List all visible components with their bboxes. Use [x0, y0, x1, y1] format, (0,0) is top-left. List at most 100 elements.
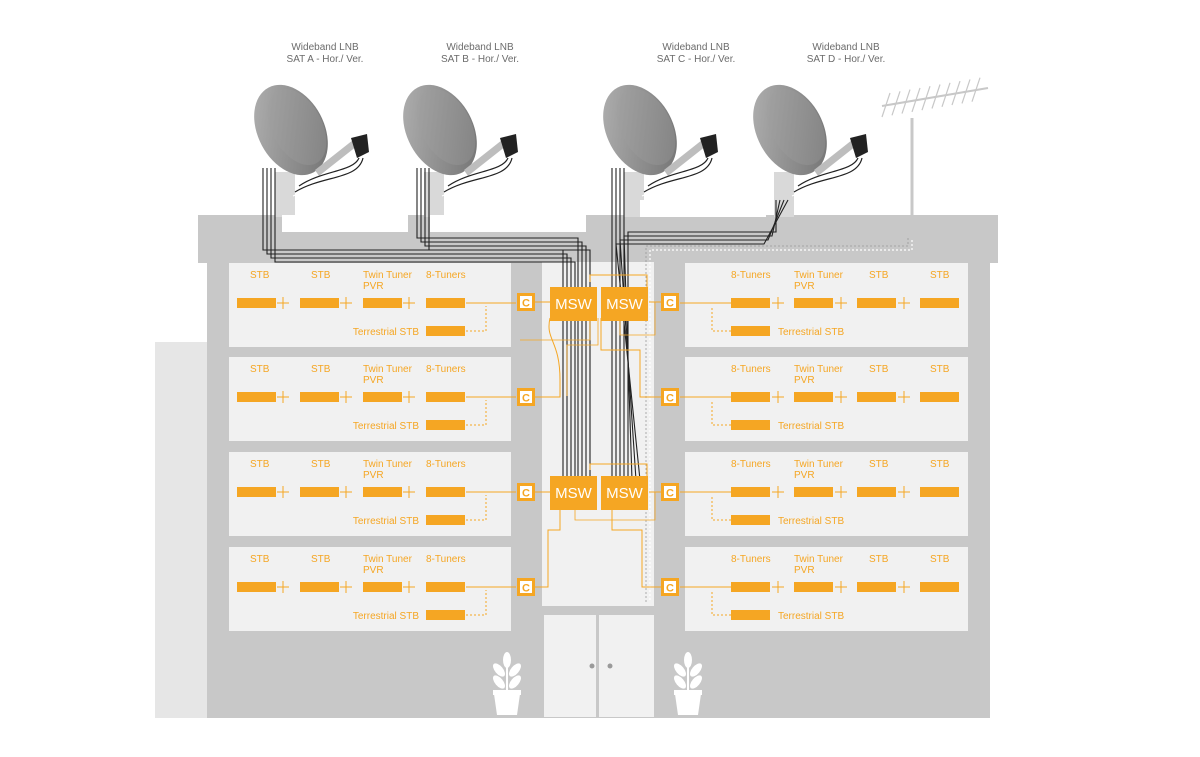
label-twin-tuner: Twin Tuner	[794, 364, 844, 375]
plant-pot-rim	[674, 690, 702, 695]
lnb-label-line1: Wideband LNB	[291, 42, 359, 53]
dish-reflector	[403, 84, 477, 176]
distribution-cable	[574, 492, 656, 521]
lnb-label-line2: SAT B - Hor./ Ver.	[441, 54, 519, 65]
dish-mount	[275, 172, 295, 217]
receiver-bar	[731, 487, 770, 497]
label-twin-tuner: Twin Tuner	[794, 554, 844, 565]
entrance-door-left	[544, 615, 596, 717]
aerial-element	[961, 79, 971, 104]
receiver-bar	[920, 582, 959, 592]
receiver-bar	[857, 487, 896, 497]
msw-label: MSW	[606, 485, 644, 502]
distribution-cable	[589, 274, 648, 290]
aerial-element	[891, 91, 901, 116]
multiswitch-1	[550, 287, 597, 321]
dish-reflector	[254, 84, 328, 176]
receiver-bar	[363, 582, 402, 592]
distribution-cable	[589, 463, 648, 478]
terrestrial-stb-bar	[426, 326, 465, 336]
roof-cutout	[640, 200, 766, 217]
plant-leaf	[690, 663, 702, 677]
coupler-label: C	[666, 488, 674, 500]
label-terrestrial-stb: Terrestrial STB	[778, 421, 844, 432]
label-pvr: PVR	[363, 375, 384, 386]
multiswitch-4	[601, 476, 648, 510]
coupler-inner	[520, 581, 532, 593]
lnb-cable	[441, 157, 515, 197]
coupler-inner	[664, 296, 676, 308]
terrestrial-stb-bar	[426, 420, 465, 430]
receiver-bar	[237, 392, 276, 402]
distribution-cable	[566, 318, 599, 396]
label-stb: STB	[869, 459, 889, 470]
label-stb: STB	[869, 364, 889, 375]
receiver-bar	[794, 582, 833, 592]
label-terrestrial-stb: Terrestrial STB	[353, 327, 419, 338]
label-stb: STB	[869, 554, 889, 565]
receiver-bar	[426, 582, 465, 592]
label-stb: STB	[311, 459, 331, 470]
dish-arm	[664, 140, 706, 176]
dish-arm	[814, 140, 856, 176]
label-pvr: PVR	[794, 375, 815, 386]
aerial-element	[901, 89, 911, 114]
coupler-inner	[520, 486, 532, 498]
dish-inner	[267, 88, 327, 166]
label-8-tuners: 8-Tuners	[731, 554, 771, 565]
receiver-bar	[237, 487, 276, 497]
dish-mount	[424, 172, 444, 217]
lnb-cable	[791, 157, 865, 197]
lnb-label-line2: SAT D - Hor./ Ver.	[806, 54, 886, 65]
plant-icon	[493, 652, 521, 715]
label-stb: STB	[930, 270, 950, 281]
terrestrial-feed	[649, 240, 913, 600]
terrestrial-stb-bar	[731, 515, 770, 525]
aerial-element	[971, 77, 981, 102]
label-twin-tuner: Twin Tuner	[794, 459, 844, 470]
lnb-cable	[797, 157, 859, 187]
plant-leaf	[509, 663, 521, 677]
distribution-cable	[535, 510, 561, 588]
label-8-tuners: 8-Tuners	[731, 459, 771, 470]
label-pvr: PVR	[363, 565, 384, 576]
satellite-dish-icon	[254, 84, 369, 217]
msw-label: MSW	[606, 296, 644, 313]
receiver-bar	[300, 392, 339, 402]
coupler-label: C	[522, 298, 530, 310]
lnb-label-line2: SAT C - Hor./ Ver.	[656, 54, 736, 65]
lnb-cable	[292, 157, 366, 197]
receiver-bar	[731, 392, 770, 402]
coupler-label: C	[666, 298, 674, 310]
trunk-cable-sat-b	[420, 168, 583, 480]
receiver-bar	[363, 298, 402, 308]
lnb-label-sat-c: Wideband LNB SAT C - Hor./ Ver.	[636, 42, 756, 66]
receiver-bar	[300, 487, 339, 497]
distribution-cable	[535, 317, 561, 398]
label-pvr: PVR	[363, 470, 384, 481]
receiver-bar	[920, 392, 959, 402]
label-8-tuners: 8-Tuners	[426, 364, 466, 375]
label-stb: STB	[250, 554, 270, 565]
receiver-bar	[920, 298, 959, 308]
terrestrial-cable	[466, 590, 487, 616]
plant-leaf	[674, 663, 686, 677]
aerial-element	[921, 86, 931, 111]
roof-cutout	[430, 215, 586, 232]
plant-icon	[674, 652, 702, 715]
coupler-inner	[520, 391, 532, 403]
label-pvr: PVR	[794, 565, 815, 576]
satellite-dish-icon	[403, 84, 518, 217]
lnb-icon	[700, 134, 718, 158]
dish-mount	[774, 172, 794, 217]
lnb-label-line1: Wideband LNB	[812, 42, 880, 53]
satellite-dish-icon	[753, 84, 868, 217]
satellite-dish-icon	[603, 84, 718, 217]
trunk-cable-sat-b	[416, 168, 579, 480]
terrestrial-cable	[466, 400, 487, 426]
label-stb: STB	[250, 459, 270, 470]
label-8-tuners: 8-Tuners	[731, 270, 771, 281]
msw-label: MSW	[555, 485, 593, 502]
